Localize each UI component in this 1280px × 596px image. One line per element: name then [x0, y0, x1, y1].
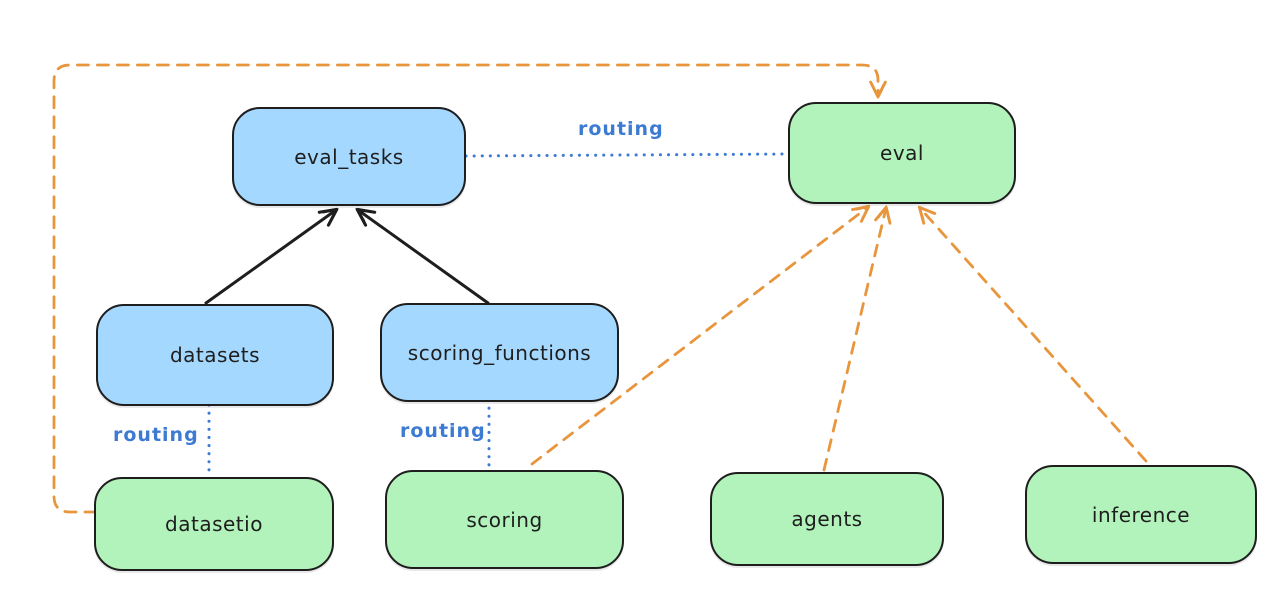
- edge-datasetio-eval: [52, 63, 887, 514]
- node-eval-label: eval: [880, 141, 924, 165]
- node-eval: eval: [788, 102, 1016, 204]
- node-datasetio-label: datasetio: [165, 512, 263, 536]
- node-scoring-functions-label: scoring_functions: [407, 340, 592, 365]
- edge-agents-eval: [822, 204, 892, 472]
- node-datasetio: datasetio: [94, 477, 334, 571]
- edge-datasets-eval-tasks: [204, 207, 339, 305]
- edge-scoring-eval: [530, 205, 871, 466]
- node-inference-label: inference: [1091, 502, 1191, 527]
- routing-label-scoring-functions-scoring: routing: [400, 420, 486, 442]
- node-inference: inference: [1025, 465, 1257, 564]
- node-datasets-label: datasets: [169, 343, 261, 367]
- node-scoring-functions: scoring_functions: [380, 303, 619, 402]
- node-scoring: scoring: [385, 470, 624, 569]
- node-scoring-label: scoring: [466, 507, 543, 532]
- edge-eval-tasks-eval-routing: [464, 152, 788, 158]
- node-datasets: datasets: [96, 304, 334, 406]
- edge-inference-eval: [917, 205, 1148, 463]
- node-eval-tasks: eval_tasks: [232, 107, 466, 206]
- node-agents-label: agents: [791, 507, 863, 531]
- edge-scoring-functions-eval-tasks: [355, 207, 490, 305]
- node-eval-tasks-label: eval_tasks: [294, 144, 404, 169]
- routing-label-eval-tasks-eval: routing: [578, 118, 664, 140]
- routing-label-datasets-datasetio: routing: [113, 424, 199, 446]
- node-agents: agents: [710, 472, 944, 566]
